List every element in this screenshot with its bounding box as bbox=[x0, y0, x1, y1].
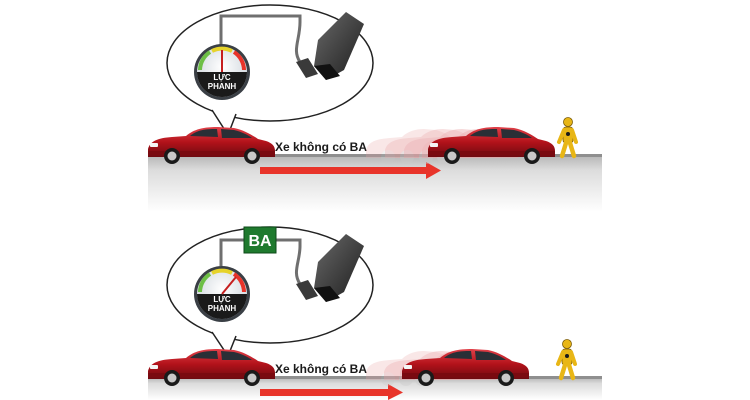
caption-top: Xe không có BA bbox=[275, 140, 367, 154]
panel-with-ba: BA LỰC PHANH Xe không có BA bbox=[148, 226, 602, 400]
brake-force-gauge-bottom: LỰC PHANH bbox=[194, 266, 250, 322]
gauge-label-line2-top: PHANH bbox=[208, 82, 237, 91]
brake-cable-bottom bbox=[219, 238, 302, 285]
gauge-label-line2-bottom: PHANH bbox=[208, 304, 237, 313]
brake-pedal-boot-bottom bbox=[296, 234, 364, 302]
ba-badge-label: BA bbox=[248, 233, 272, 250]
gauge-label-line1-bottom: LỰC bbox=[213, 295, 231, 304]
panel-without-ba: LỰC PHANH Xe không có BA bbox=[148, 4, 602, 212]
brake-pedal-boot-top bbox=[296, 12, 364, 80]
motion-arrow-bottom bbox=[260, 384, 403, 400]
crash-dummy-bottom bbox=[558, 340, 575, 379]
brake-force-gauge-top: LỰC PHANH bbox=[194, 44, 250, 100]
brake-cable-top bbox=[219, 14, 302, 63]
crash-dummy-top bbox=[559, 118, 576, 157]
caption-bottom: Xe không có BA bbox=[275, 362, 367, 376]
ba-badge: BA bbox=[243, 226, 277, 254]
road-top bbox=[148, 156, 602, 212]
motion-arrow-top bbox=[260, 162, 441, 179]
gauge-label-line1-top: LỰC bbox=[213, 73, 231, 82]
